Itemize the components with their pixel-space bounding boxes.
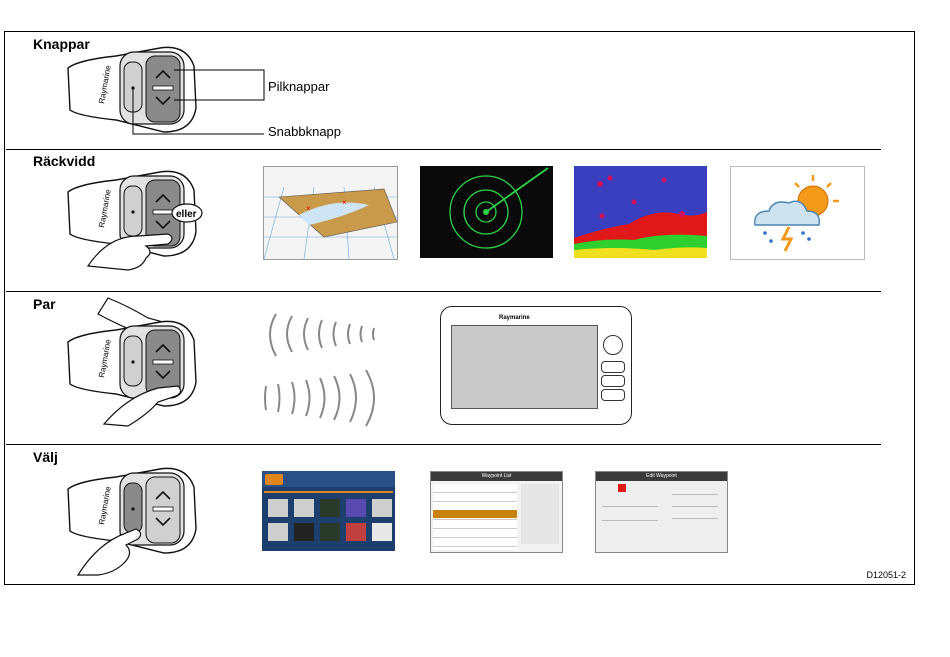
home-screen-thumbnail bbox=[262, 471, 395, 551]
callout-quick-key: Snabbknapp bbox=[268, 124, 341, 139]
display-button[interactable] bbox=[601, 375, 625, 387]
remote-control-illustration: Raymarine bbox=[68, 46, 198, 136]
section-title-valj: Välj bbox=[33, 449, 58, 465]
multifunction-display: Raymarine bbox=[440, 306, 632, 425]
radar-screen-thumbnail bbox=[420, 166, 553, 258]
svg-text:×: × bbox=[306, 204, 311, 213]
callout-arrow-keys: Pilknappar bbox=[268, 79, 329, 94]
svg-text:×: × bbox=[342, 198, 347, 207]
edit-waypoint-title: Edit Waypoint bbox=[596, 472, 727, 481]
remote-control-select-illustration: Raymarine bbox=[68, 463, 208, 578]
part-number: D12051-2 bbox=[866, 570, 906, 580]
display-button[interactable] bbox=[601, 389, 625, 401]
remote-control-press-illustration: Raymarine eller bbox=[68, 166, 218, 276]
section-divider bbox=[6, 444, 881, 445]
chart-screen-thumbnail: × × bbox=[263, 166, 398, 260]
waypoint-list-title: Waypoint List bbox=[431, 472, 562, 481]
weather-screen-thumbnail bbox=[730, 166, 865, 260]
display-button[interactable] bbox=[601, 361, 625, 373]
section-divider bbox=[6, 149, 881, 150]
rotary-knob[interactable] bbox=[603, 335, 623, 355]
remote-control-pair-illustration: Raymarine bbox=[68, 296, 218, 431]
wireless-signal-icon bbox=[262, 306, 382, 426]
sonar-screen-thumbnail bbox=[574, 166, 707, 258]
display-brand-label: Raymarine bbox=[499, 315, 530, 321]
section-title-par: Par bbox=[33, 296, 56, 312]
section-divider bbox=[6, 291, 881, 292]
or-bubble-label: eller bbox=[176, 209, 197, 220]
display-screen bbox=[451, 325, 598, 409]
edit-waypoint-thumbnail: Edit Waypoint bbox=[595, 471, 728, 553]
waypoint-list-thumbnail: Waypoint List bbox=[430, 471, 563, 553]
